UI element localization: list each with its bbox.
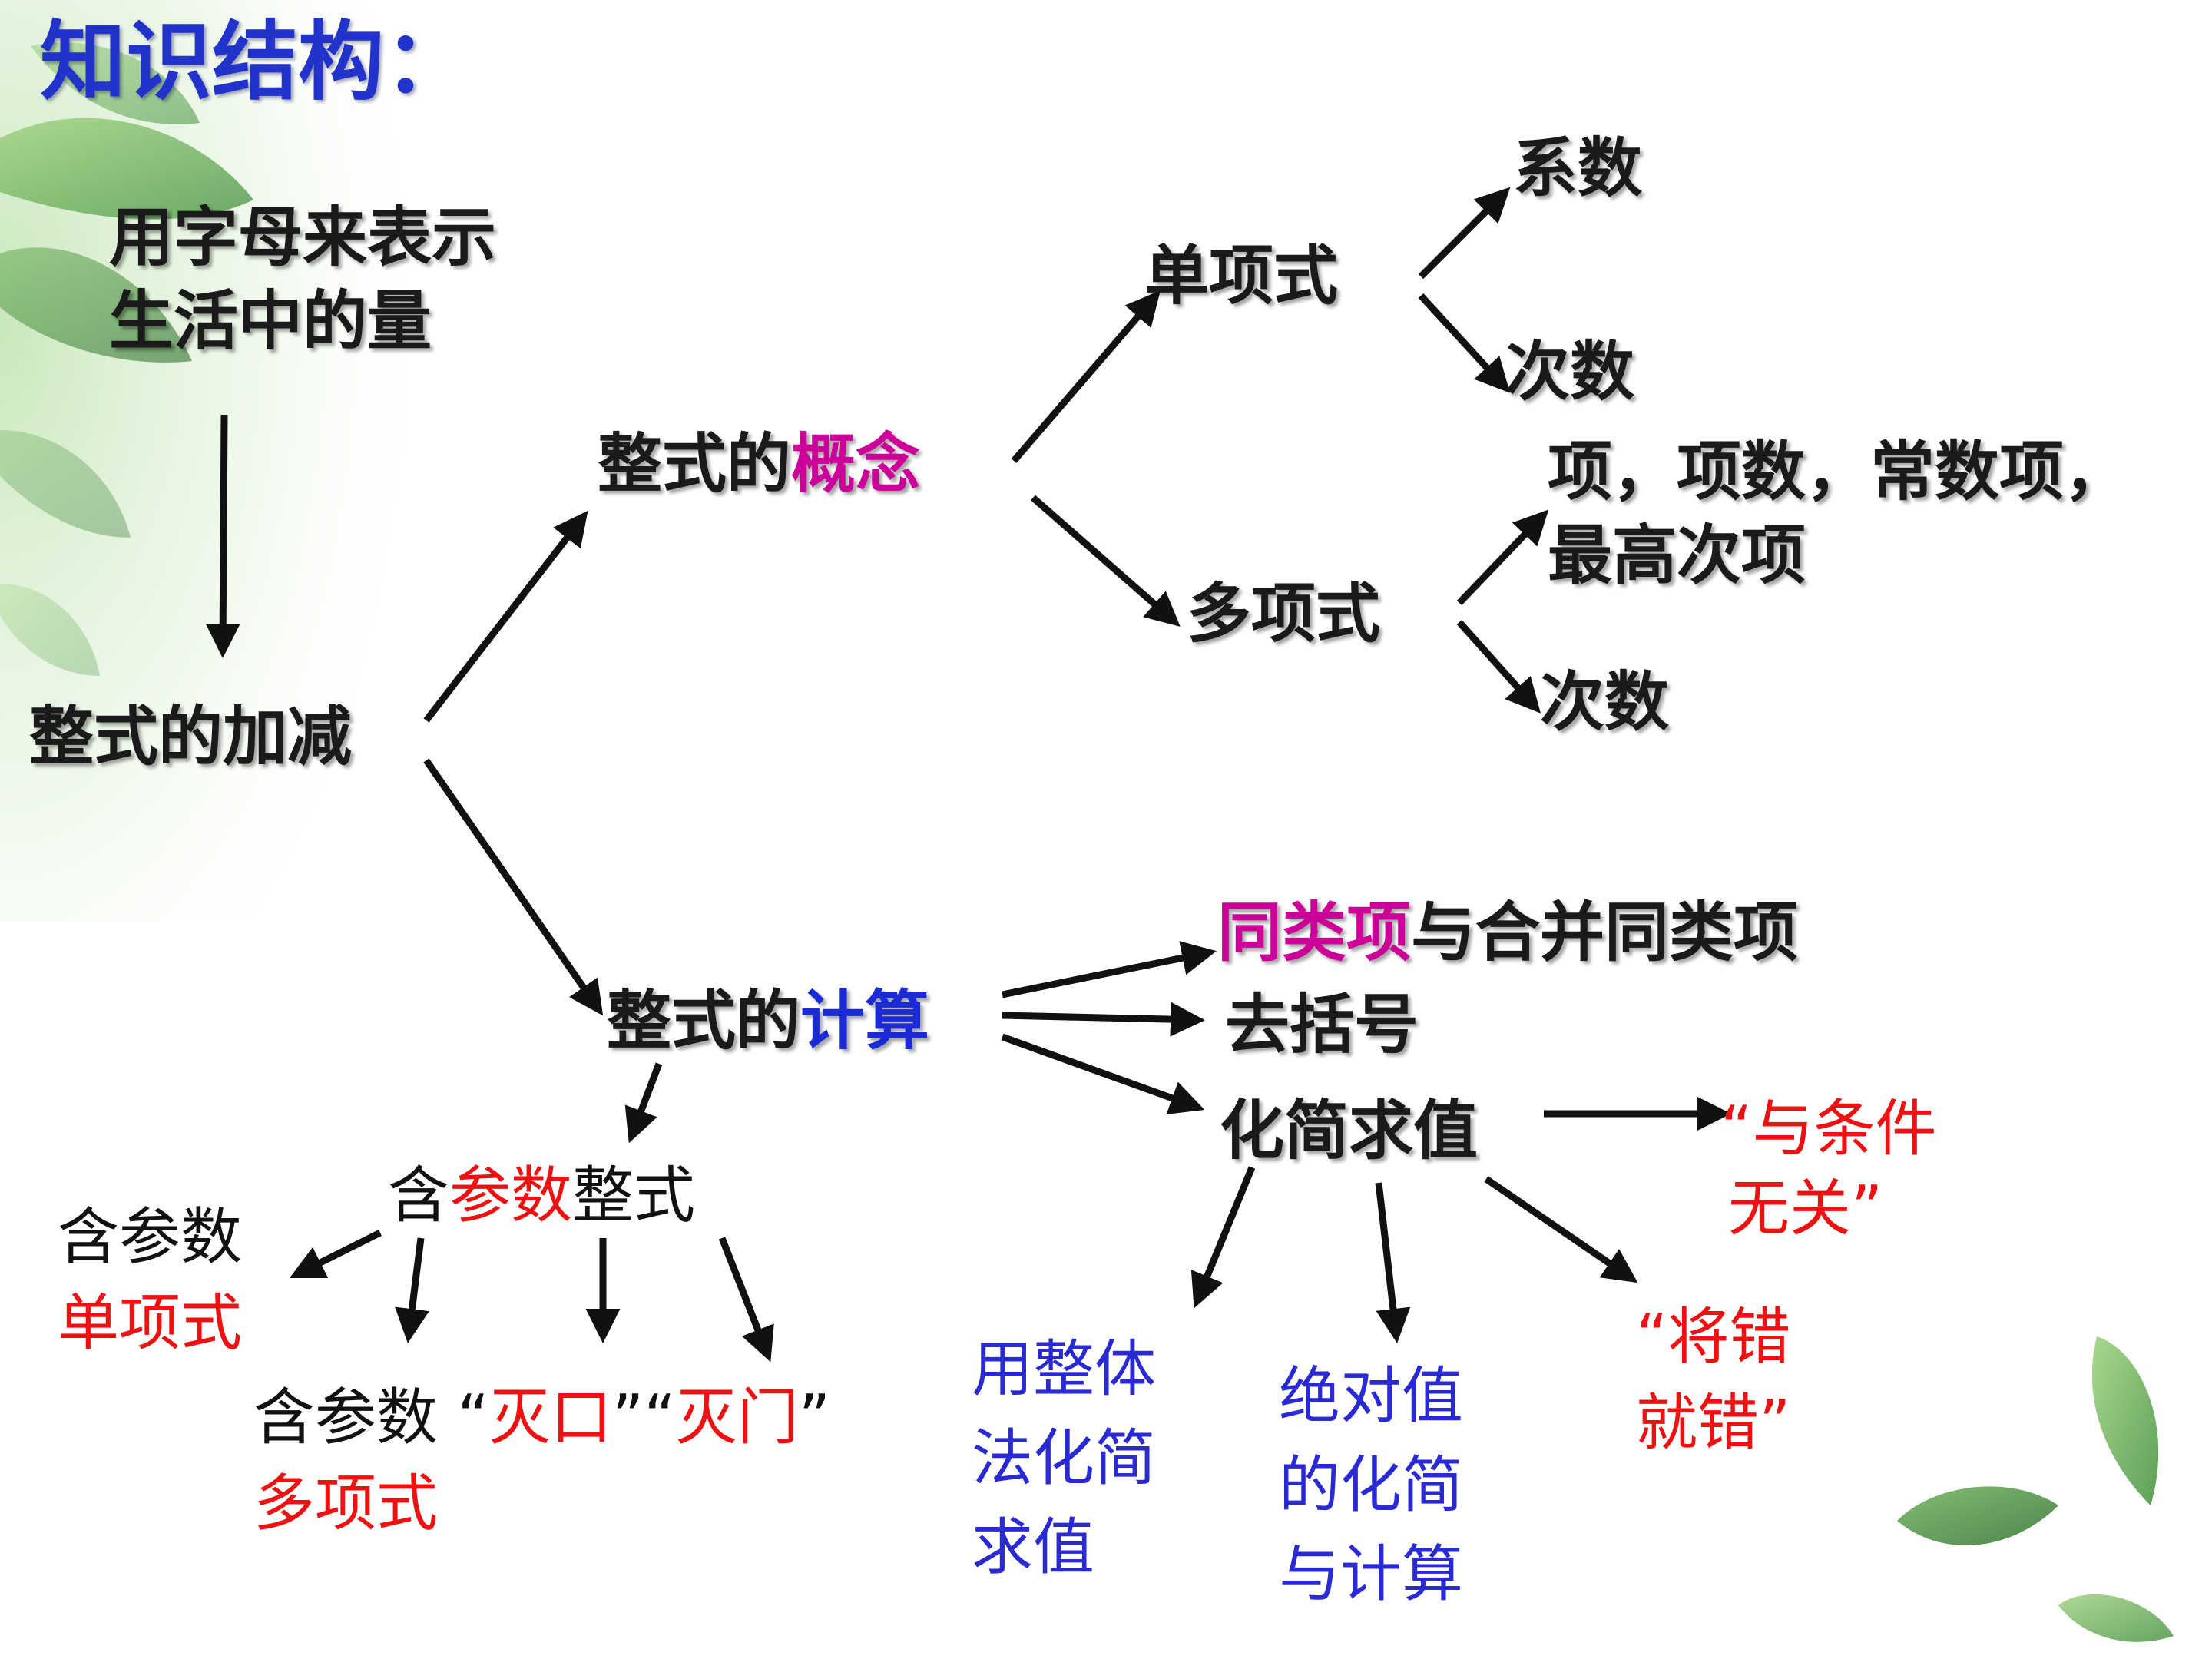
node-param-poly-line2: 多项式 xyxy=(253,1468,438,1539)
arrow-simplify-abs xyxy=(1375,1182,1411,1343)
node-source: 用字母来表示 生活中的量 xyxy=(109,196,496,363)
node-param-poly-line1: 含参数 “灭口”“灭门” xyxy=(253,1375,830,1461)
node-root: 整式的加减 xyxy=(29,699,353,774)
arrow-monomial-degree xyxy=(1418,293,1511,393)
node-abs-value: 绝对值 的化简 与计算 xyxy=(1279,1352,1463,1619)
node-poly-terms-line2: 最高次项 xyxy=(1548,518,1806,594)
node-polynomial: 多项式 xyxy=(1187,576,1381,651)
node-param-poly-end: ” xyxy=(798,1382,831,1453)
arrow-root-calc xyxy=(423,758,604,1016)
node-whole-method-line2: 法化简 xyxy=(972,1422,1156,1494)
node-calc-prefix: 整式的 xyxy=(607,983,801,1058)
node-mistake-line1: “将错 xyxy=(1636,1301,1791,1373)
arrow-calc-brackets xyxy=(1002,1002,1205,1037)
arrow-monomial-coefficient xyxy=(1418,187,1511,280)
node-param-suffix: 整式 xyxy=(572,1160,695,1231)
arrow-calc-simplify xyxy=(1001,1033,1205,1114)
arrow-simplify-mistake xyxy=(1484,1176,1638,1283)
arrow-root-concept xyxy=(423,510,588,723)
node-whole-method-line1: 用整体 xyxy=(972,1333,1156,1405)
arrow-simplify-whole xyxy=(1190,1166,1256,1309)
node-poly-terms-line1: 项，项数，常数项， xyxy=(1548,434,2129,509)
node-poly-degree: 次数 xyxy=(1540,664,1670,740)
node-abs-value-line2: 的化简 xyxy=(1279,1449,1463,1521)
arrow-source-root xyxy=(205,414,240,658)
node-param-poly: 含参数 “灭口”“灭门” 多项式 xyxy=(253,1375,830,1547)
node-simplify: 化简求值 xyxy=(1220,1093,1479,1168)
arrow-param-side2 xyxy=(718,1237,774,1363)
node-abs-value-line1: 绝对值 xyxy=(1279,1360,1463,1432)
arrow-concept-monomial xyxy=(1011,290,1161,463)
node-param-mono-line2: 单项式 xyxy=(58,1287,242,1359)
node-brackets: 去括号 xyxy=(1225,987,1419,1062)
node-concept: 整式的概念 xyxy=(598,422,920,506)
node-concept-prefix: 整式的 xyxy=(598,426,792,502)
node-param-prefix: 含 xyxy=(388,1160,449,1231)
arrow-polynomial-terms xyxy=(1456,509,1549,606)
arrow-param-mono xyxy=(289,1229,382,1279)
arrow-concept-polynomial xyxy=(1031,495,1181,627)
node-mistake-line2: 就错” xyxy=(1636,1387,1791,1459)
node-param-mono-line1: 含参数 xyxy=(58,1201,242,1273)
node-whole-method-line3: 求值 xyxy=(972,1512,1094,1583)
node-concept-key: 概念 xyxy=(791,426,921,502)
node-source-line1: 用字母来表示 xyxy=(109,200,497,275)
node-param-mono: 含参数 单项式 xyxy=(58,1194,242,1366)
node-calc: 整式的计算 xyxy=(607,979,929,1063)
node-like-terms: 同类项与合并同类项 xyxy=(1217,891,1798,975)
node-monomial: 单项式 xyxy=(1144,238,1339,313)
node-whole-method: 用整体 法化简 求值 xyxy=(972,1325,1156,1592)
node-param: 含参数整式 xyxy=(388,1156,695,1236)
node-param-poly-k1: 灭口 xyxy=(488,1382,612,1453)
node-like-terms-key: 同类项 xyxy=(1217,895,1412,970)
node-source-line2: 生活中的量 xyxy=(109,283,432,359)
node-coefficient: 系数 xyxy=(1513,131,1643,206)
node-like-terms-rest: 与合并同类项 xyxy=(1411,895,1799,970)
arrow-param-poly xyxy=(395,1237,429,1343)
node-mono-degree: 次数 xyxy=(1505,334,1635,409)
node-mistake: “将错 就错” xyxy=(1636,1294,1790,1466)
arrow-polynomial-degree xyxy=(1456,620,1541,714)
node-condition-free: “与条件 无关” xyxy=(1720,1089,1936,1249)
node-condition-free-line1: “与条件 xyxy=(1720,1093,1937,1164)
node-poly-terms: 项，项数，常数项， 最高次项 xyxy=(1548,430,2128,598)
node-param-key: 参数 xyxy=(449,1160,572,1231)
node-param-poly-k2: 灭门 xyxy=(675,1382,799,1453)
arrow-calc-liketerms xyxy=(1002,941,1217,998)
page-title: 知识结构： xyxy=(40,12,470,112)
arrow-calc-param xyxy=(624,1062,663,1144)
node-calc-key: 计算 xyxy=(800,983,930,1058)
node-param-poly-mid: ”“ xyxy=(611,1382,676,1453)
node-condition-free-line2: 无关” xyxy=(1728,1173,1883,1244)
node-param-poly-prefix: 含参数 “ xyxy=(253,1382,489,1453)
node-abs-value-line3: 与计算 xyxy=(1279,1538,1463,1610)
